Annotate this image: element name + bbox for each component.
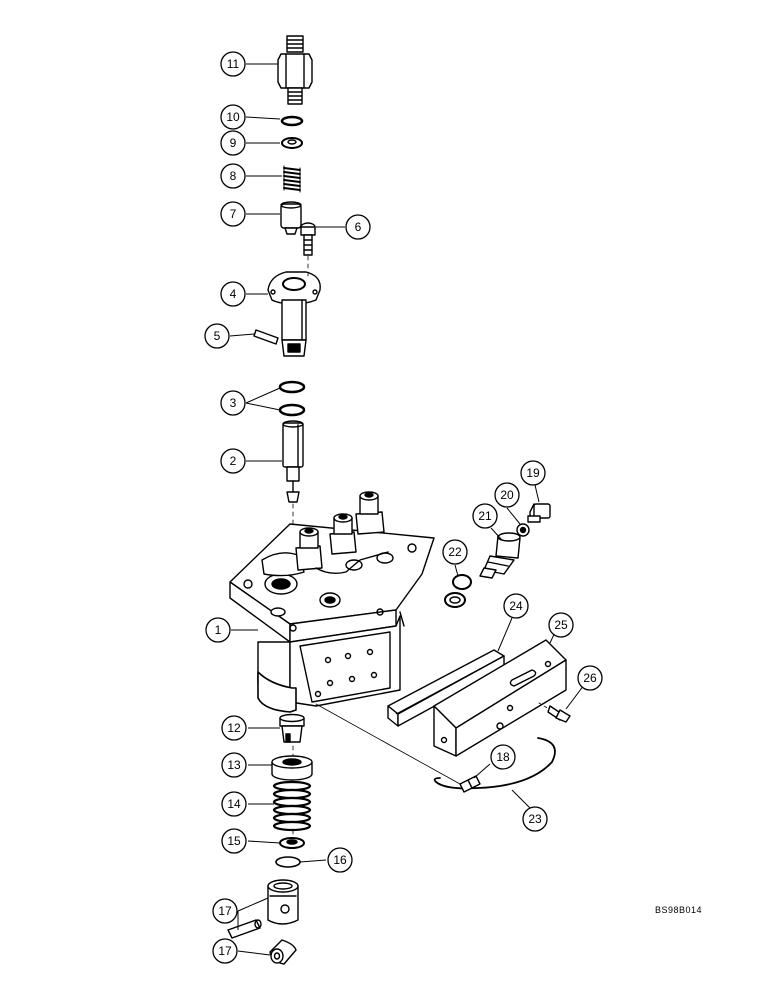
cover-plate [433,639,567,757]
overflow-valve [479,532,521,579]
plunger-spring [272,780,312,832]
adjusting-shim [275,856,301,868]
callout-21: 21 [478,509,492,523]
callout-10: 10 [226,110,240,124]
callout-14: 14 [227,797,241,811]
callout-18: 18 [496,750,510,764]
plug [527,503,551,523]
injection-pump-housing [229,523,435,713]
o-ring-upper [278,380,306,394]
delivery-valve [280,201,302,235]
callout-4: 4 [230,287,237,301]
spring-seat-lower [279,837,305,849]
callout-25: 25 [554,618,568,632]
spring-wire [433,737,556,790]
callout-15: 15 [227,834,241,848]
callout-24: 24 [509,599,523,613]
callout-7: 7 [230,207,237,221]
callout-2: 2 [230,454,237,468]
o-ring-lower [278,403,306,417]
tappet-pin [227,919,262,939]
callout-19: 19 [526,466,540,480]
plunger-barrel [267,271,321,357]
callout-5: 5 [214,329,221,343]
washer [281,137,303,149]
cover-screw [538,702,571,723]
callout-17-a: 17 [218,904,232,918]
callout-22: 22 [448,545,462,559]
callout-20: 20 [500,488,514,502]
gasket-washer [516,523,530,537]
guide-pin [253,329,279,345]
sealing-washers [444,574,472,608]
drawing-reference-code: BS98B014 [655,905,703,915]
delivery-valve-holder [277,35,313,105]
tappet-roller [269,939,297,965]
callout-11: 11 [227,57,240,71]
callout-12: 12 [227,721,241,735]
callout-9: 9 [230,136,237,150]
pump-top-holders [261,491,394,617]
flange-bolt [300,222,316,256]
callout-8: 8 [230,169,237,183]
callout-23: 23 [528,812,542,826]
roller-tappet [267,879,299,925]
callout-1: 1 [215,623,222,637]
callout-6: 6 [355,220,362,234]
callout-17-b: 17 [218,944,232,958]
callout-26: 26 [583,671,597,685]
o-ring [280,115,304,127]
callout-13: 13 [227,758,241,772]
callout-16: 16 [333,853,347,867]
control-sleeve [279,713,305,743]
spring-seat-upper [271,755,313,781]
small-screw [459,775,481,793]
plunger [282,420,304,503]
callout-3: 3 [230,396,237,410]
delivery-spring [283,165,301,193]
